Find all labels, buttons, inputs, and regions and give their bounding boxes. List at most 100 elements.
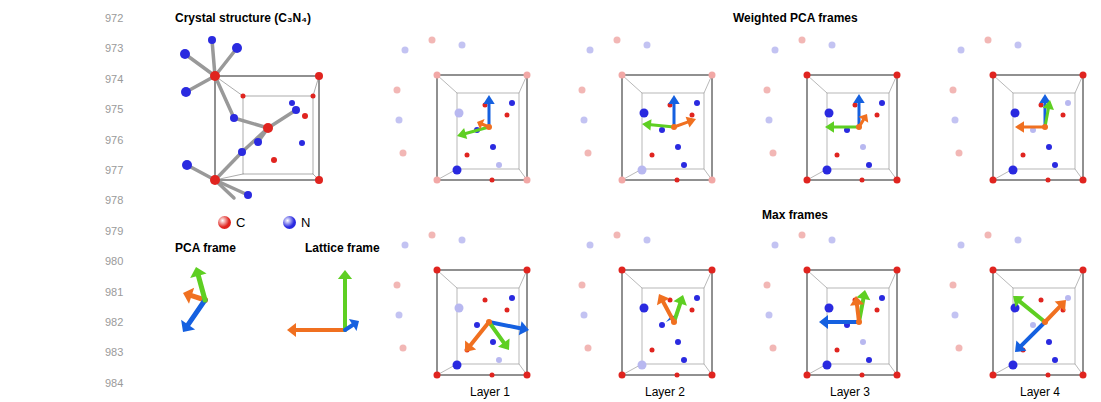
line-number: 974 — [105, 73, 123, 85]
figure-stroke — [950, 282, 957, 289]
figure-stroke — [619, 72, 626, 79]
figure-stroke — [1065, 100, 1071, 106]
figure-stroke — [990, 72, 997, 79]
figure-stroke — [875, 308, 880, 313]
frame-arrow — [296, 328, 345, 332]
figure-stroke — [1052, 162, 1058, 168]
figure-stroke — [434, 372, 441, 379]
figure-stroke — [1013, 93, 1075, 169]
figure-stroke — [1021, 153, 1026, 158]
figure-stroke — [644, 42, 651, 49]
figure-stroke — [465, 153, 470, 158]
line-number: 980 — [105, 255, 123, 267]
figure-stroke — [709, 72, 716, 79]
figure-stroke — [990, 177, 997, 184]
figure-stroke — [437, 75, 527, 180]
figure-stroke — [860, 373, 865, 378]
arrow-head — [819, 315, 828, 329]
figure-stroke — [396, 312, 403, 319]
frame-arrow — [488, 104, 491, 127]
figure-stroke — [1080, 372, 1087, 379]
figure-stroke — [866, 357, 872, 363]
frame-legend — [181, 267, 359, 337]
figure-stroke — [856, 319, 862, 325]
figure-stroke — [772, 242, 779, 249]
figure-stroke — [524, 72, 531, 79]
figure-stroke — [772, 47, 779, 54]
frame-panel — [764, 37, 901, 184]
figure-stroke — [614, 37, 621, 44]
frame-arrow — [673, 104, 676, 127]
figure-stroke — [958, 47, 965, 54]
arrow-head — [686, 117, 696, 128]
figure-stroke — [823, 361, 832, 370]
figure-stroke — [1009, 361, 1018, 370]
figure-stroke — [505, 113, 510, 118]
figure-stroke — [638, 166, 647, 175]
figure-stroke — [956, 150, 963, 157]
frame-arrow — [466, 127, 489, 134]
layer-label: Layer 3 — [830, 385, 870, 399]
figure-stroke — [585, 150, 592, 157]
frame-arrow — [198, 276, 205, 300]
figure-stroke — [650, 153, 655, 158]
figure-stroke — [799, 37, 806, 44]
line-number: 973 — [105, 42, 123, 54]
figure-stroke — [486, 319, 492, 325]
frame-arrow — [828, 320, 859, 324]
frame-arrow — [834, 126, 859, 129]
figure-stroke — [1080, 177, 1087, 184]
line-number: 972 — [105, 12, 123, 24]
frame-panels — [394, 37, 1087, 379]
figure-stroke — [799, 232, 806, 239]
figure-stroke — [675, 178, 680, 183]
legend-swatch — [283, 216, 296, 229]
figure-stroke — [1039, 103, 1044, 108]
figure-stroke — [835, 153, 840, 158]
figure-stroke — [690, 308, 695, 313]
figure-stroke — [709, 267, 716, 274]
line-number: 981 — [105, 286, 123, 298]
figure-stroke — [950, 87, 957, 94]
figure-stroke — [1009, 166, 1018, 175]
figure-stroke — [990, 372, 997, 379]
figure-stroke — [644, 237, 651, 244]
figure-stroke — [766, 117, 773, 124]
line-number: 982 — [105, 316, 123, 328]
layer-label: Layer 2 — [645, 385, 685, 399]
figure-stroke — [1042, 124, 1048, 130]
figure-stroke — [429, 232, 436, 239]
figure-stroke — [766, 312, 773, 319]
figure-stroke — [866, 162, 872, 168]
arrow-head — [483, 95, 494, 104]
figure-stroke — [894, 372, 901, 379]
figure-stroke — [860, 178, 865, 183]
figure-stroke — [894, 177, 901, 184]
frame-panel — [394, 232, 531, 379]
figure-stroke — [985, 37, 992, 44]
panel-title: Weighted PCA frames — [733, 11, 858, 25]
figure-stroke — [437, 75, 457, 93]
figure-stroke — [671, 124, 677, 130]
figure-stroke — [453, 166, 462, 175]
figure-stroke — [453, 361, 462, 370]
arrow-head — [850, 296, 864, 306]
figure-stroke — [483, 298, 488, 303]
figure-stroke — [993, 75, 1013, 93]
line-number: 984 — [105, 377, 123, 389]
figure-stroke — [457, 93, 519, 169]
figure-stroke — [455, 304, 464, 313]
frame-arrow — [1045, 307, 1060, 322]
figure-stroke — [694, 295, 700, 301]
figure-stroke — [402, 242, 409, 249]
figure-stroke — [640, 304, 649, 313]
figure-stroke — [474, 322, 480, 328]
figure-stroke — [619, 372, 626, 379]
figure-stroke — [619, 177, 626, 184]
figure-stroke — [807, 270, 827, 288]
frame-panel — [579, 232, 716, 379]
figure-stroke — [394, 87, 401, 94]
figure-stroke — [764, 282, 771, 289]
figure-stroke — [524, 267, 531, 274]
layer-label: Layer 4 — [1020, 385, 1060, 399]
